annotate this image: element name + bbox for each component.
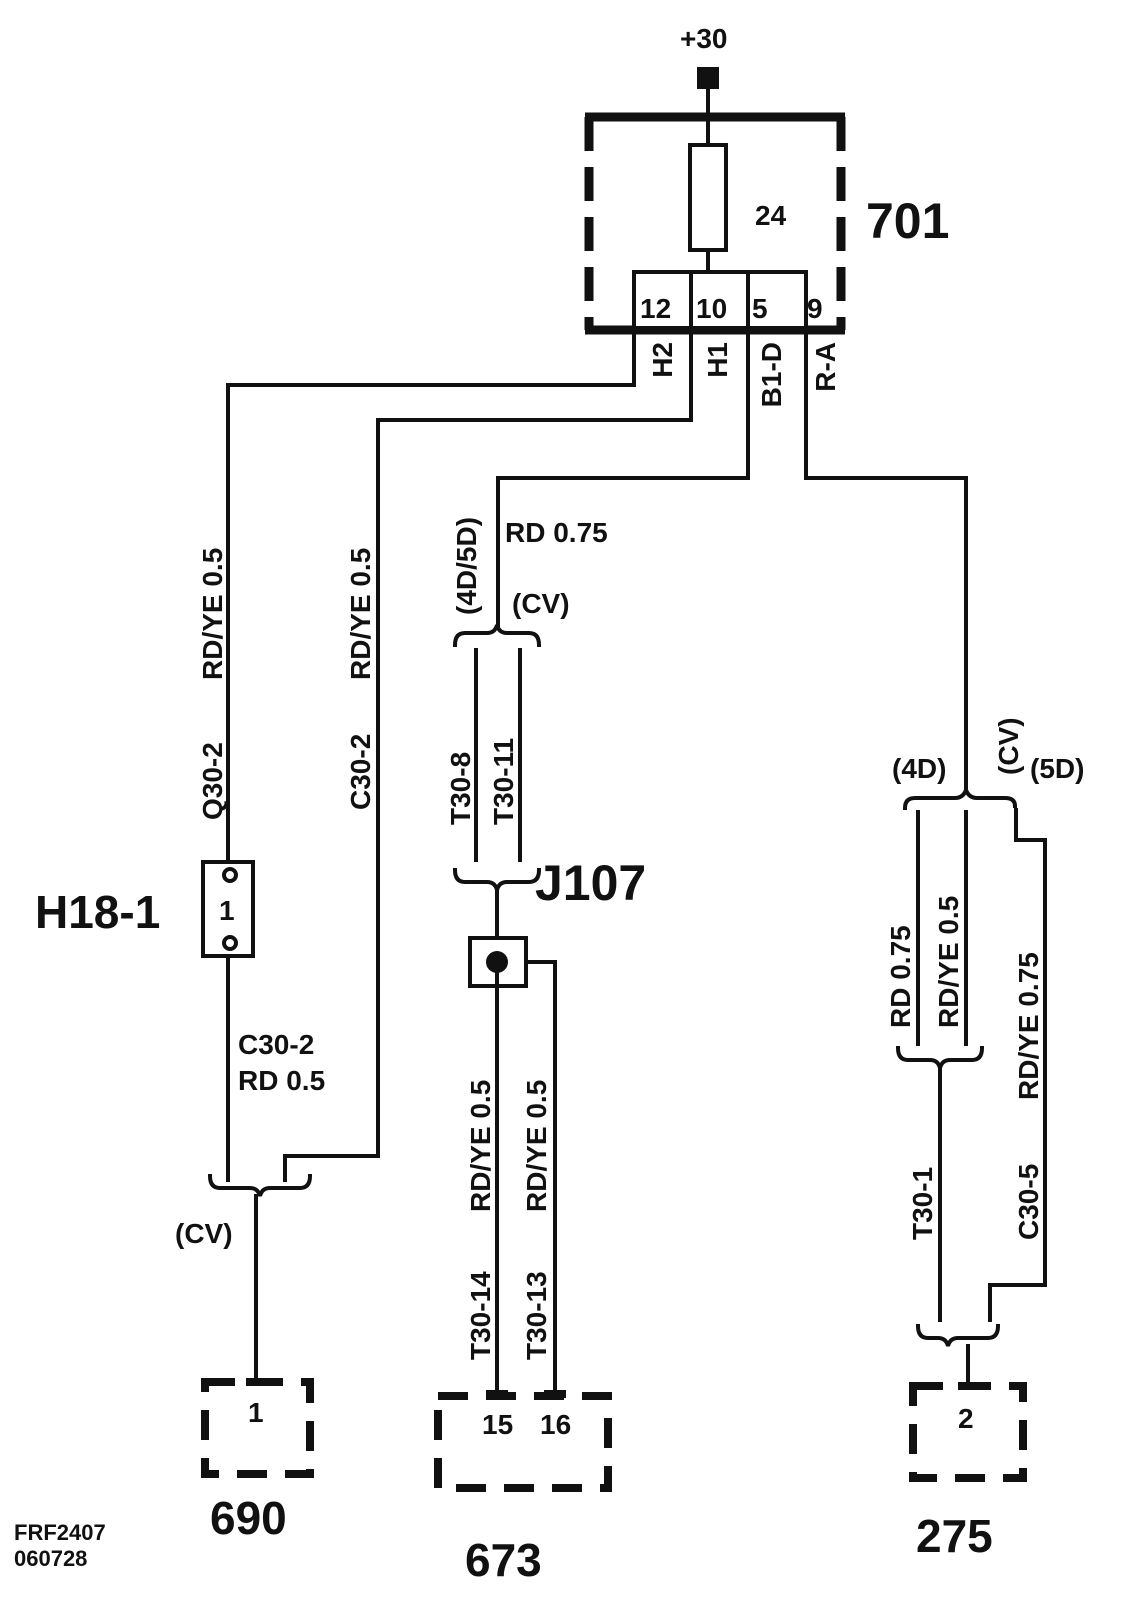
wire-c30-2-upper-id: C30-2: [345, 734, 376, 810]
cv-splice-lower: [207, 1173, 313, 1197]
brace-ra: [902, 784, 1018, 811]
connector-673-pin-15: 15: [482, 1409, 513, 1440]
wire-b1d-spec: RD 0.75: [505, 517, 608, 548]
j107-id: J107: [535, 855, 646, 911]
wire-c30-2-upper-spec: RD/YE 0.5: [345, 548, 376, 680]
wire-c30-5: [988, 808, 1047, 1322]
connector-690: [201, 1378, 314, 1478]
wire-t30-14-id: T30-14: [465, 1271, 496, 1360]
wire-b1d: [496, 328, 750, 627]
wire-t30-8-id: T30-8: [445, 752, 476, 825]
ra-variant-left: (4D): [892, 753, 946, 784]
supply-terminal: [697, 67, 719, 89]
h18-1-pin-bottom: [222, 935, 238, 951]
h18-1-pin: 1: [219, 895, 235, 926]
pin-9: 9: [807, 293, 823, 324]
pin-12: 12: [640, 293, 671, 324]
connector-673: [434, 1390, 612, 1492]
wire-t30-13-id: T30-13: [521, 1271, 552, 1360]
wire-c30-5-id: C30-5: [1013, 1164, 1044, 1240]
wire-rd075-spec: RD 0.75: [885, 925, 916, 1028]
wire-c30-2-lower-id: C30-2: [238, 1029, 314, 1060]
connector-673-id: 673: [465, 1534, 542, 1586]
wire-q30-2-id: Q30-2: [197, 742, 228, 820]
ra-variant-right: (5D): [1030, 753, 1084, 784]
pin-label-ra: R-A: [810, 342, 841, 392]
wire-c30-2-lower-spec: RD 0.5: [238, 1065, 325, 1096]
brace-upper-j107: [452, 624, 542, 648]
brace-lower-j107: [452, 867, 542, 891]
connector-690-id: 690: [210, 1492, 287, 1544]
brace-275: [915, 1323, 1001, 1347]
cv-lower-label: (CV): [175, 1218, 233, 1249]
connector-275: [909, 1382, 1027, 1482]
pin-label-b1d: B1-D: [756, 342, 787, 407]
fuse-value: 24: [755, 200, 787, 231]
pin-10: 10: [696, 293, 727, 324]
fuse-box-id: 701: [866, 193, 949, 249]
connector-690-pin: 1: [248, 1397, 264, 1428]
fuse-24: [688, 143, 728, 252]
pin-5: 5: [752, 293, 768, 324]
h18-1-pin-top: [222, 867, 238, 883]
wire-b1d-variant-right: (CV): [512, 588, 570, 619]
wire-c30-2-upper: [283, 328, 693, 1182]
pin-label-h2: H2: [647, 342, 678, 378]
wire-t30-14-spec: RD/YE 0.5: [465, 1080, 496, 1212]
footer-code: FRF2407: [14, 1520, 106, 1545]
footer-date: 060728: [14, 1546, 87, 1571]
wire-t30-13: [524, 960, 557, 1392]
connector-275-pin: 2: [958, 1403, 974, 1434]
connector-275-id: 275: [916, 1510, 993, 1562]
pin-label-h1: H1: [702, 342, 733, 378]
wire-t30-13-spec: RD/YE 0.5: [521, 1080, 552, 1212]
wire-q30-2: [226, 328, 636, 864]
connector-673-pin-16: 16: [540, 1409, 571, 1440]
wire-t30-1-id: T30-1: [907, 1167, 938, 1240]
fuse-pin-block: [632, 270, 808, 330]
wire-q30-2-spec: RD/YE 0.5: [197, 548, 228, 680]
wire-ra: [804, 328, 968, 792]
wire-t30-11-id: T30-11: [488, 738, 519, 825]
wire-b1d-variant-left: (4D/5D): [451, 517, 482, 615]
wire-rdye05-spec: RD/YE 0.5: [933, 896, 964, 1028]
wire-c30-5-spec: RD/YE 0.75: [1013, 952, 1044, 1100]
supply-label: +30: [680, 23, 728, 54]
brace-rd-junction: [895, 1045, 985, 1069]
ra-variant-middle: (CV): [993, 717, 1024, 775]
h18-1-id: H18-1: [35, 886, 160, 938]
fuse-box-701: [584, 112, 846, 335]
